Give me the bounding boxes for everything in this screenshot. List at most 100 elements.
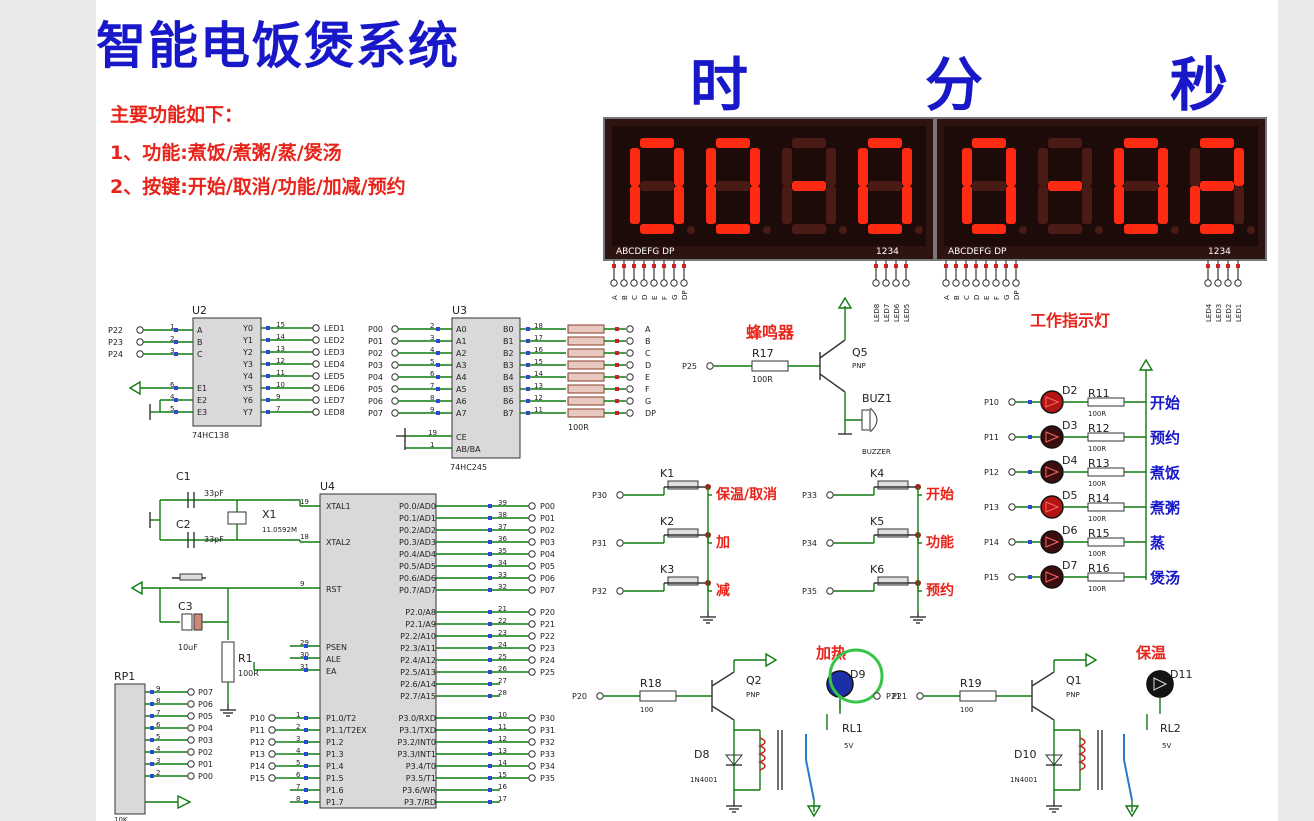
digit-pin-label: LED6 bbox=[893, 303, 901, 322]
pin-name: A6 bbox=[456, 397, 467, 406]
pin-marker bbox=[615, 351, 619, 355]
pin-name: Y3 bbox=[242, 360, 253, 369]
pin-num: 15 bbox=[276, 321, 285, 329]
net-terminal bbox=[187, 700, 195, 708]
pin-marker bbox=[488, 764, 492, 768]
pin-marker bbox=[632, 264, 636, 268]
indicator-label-D7: 煲汤 bbox=[1150, 569, 1180, 587]
relay-label-Q1: 保温 bbox=[1135, 644, 1166, 662]
pin-marker bbox=[1226, 264, 1230, 268]
u3-input-net: P04 bbox=[368, 373, 383, 382]
led-diode-mark bbox=[1045, 431, 1060, 443]
resistor-ref: R15 bbox=[1088, 527, 1110, 540]
resistor-value: 100R bbox=[1088, 585, 1106, 593]
u4-p0-net: P07 bbox=[540, 586, 555, 595]
segment-a bbox=[716, 138, 750, 148]
u2-output-net: LED8 bbox=[324, 408, 345, 417]
pin-marker bbox=[1216, 264, 1220, 268]
pin-name: P2.5/A13 bbox=[400, 668, 436, 677]
relay-coil bbox=[1077, 737, 1086, 771]
segment-pin-label: E bbox=[651, 296, 659, 300]
pin-num: 38 bbox=[498, 511, 507, 519]
segment-d bbox=[972, 224, 1006, 234]
pin-marker bbox=[266, 338, 270, 342]
u2-output-net: LED6 bbox=[324, 384, 345, 393]
pin-marker bbox=[488, 694, 492, 698]
pin-marker bbox=[954, 264, 958, 268]
pin-marker bbox=[488, 788, 492, 792]
led-diode-mark bbox=[1045, 571, 1060, 583]
net-terminal bbox=[826, 587, 834, 595]
key-label-K4: 开始 bbox=[926, 486, 954, 503]
bus-resistor bbox=[567, 384, 605, 394]
pin-num: 1 bbox=[170, 323, 174, 331]
net-terminal bbox=[268, 714, 276, 722]
diode-ref: D8 bbox=[694, 748, 709, 761]
pin-name: A3 bbox=[456, 361, 467, 370]
pin-name: B5 bbox=[503, 385, 514, 394]
net-terminal bbox=[616, 539, 624, 547]
min-sec-segment-labels: ABCDEFG DP bbox=[948, 247, 1007, 257]
net-terminal bbox=[528, 632, 536, 640]
u4-p2-net: P25 bbox=[540, 668, 555, 677]
pin-num: 10 bbox=[276, 381, 285, 389]
segment-g bbox=[716, 181, 750, 191]
segment-c bbox=[902, 186, 912, 224]
c1-value: 33pF bbox=[204, 489, 224, 498]
buzzer-label: 蜂鸣器 bbox=[746, 323, 795, 342]
net-terminal bbox=[1008, 468, 1016, 476]
pin-marker bbox=[304, 788, 308, 792]
u4-p0-net: P02 bbox=[540, 526, 555, 535]
pin-name: P3.6/WR bbox=[402, 786, 436, 795]
x1-ref: X1 bbox=[262, 508, 277, 521]
pin-name: P1.2 bbox=[326, 738, 344, 747]
pin-num: 9 bbox=[300, 580, 304, 588]
pin-marker bbox=[526, 339, 530, 343]
pin-name: A2 bbox=[456, 349, 467, 358]
net-terminal bbox=[528, 502, 536, 510]
indicator-net: P13 bbox=[984, 503, 999, 512]
pin-num: 4 bbox=[296, 747, 301, 755]
digit-pin-terminal bbox=[1214, 279, 1222, 287]
segment-d bbox=[716, 224, 750, 234]
net-terminal bbox=[187, 736, 195, 744]
rp1-net: P06 bbox=[198, 700, 213, 709]
u3-input-net: P00 bbox=[368, 325, 383, 334]
segment-e bbox=[782, 186, 792, 224]
pin-marker bbox=[266, 362, 270, 366]
u4-p0-net: P00 bbox=[540, 502, 555, 511]
pin-name: P0.4/AD4 bbox=[399, 550, 436, 559]
pin-name: P1.6 bbox=[326, 786, 344, 795]
pin-num: 5 bbox=[296, 759, 300, 767]
pin-marker bbox=[436, 351, 440, 355]
pin-name: E3 bbox=[197, 408, 207, 417]
digit-pin-label: LED1 bbox=[1235, 304, 1243, 322]
pin-marker bbox=[150, 750, 154, 754]
pin-marker bbox=[526, 363, 530, 367]
relay-q-type: PNP bbox=[1066, 691, 1080, 699]
pin-marker bbox=[615, 363, 619, 367]
pin-marker bbox=[1028, 470, 1032, 474]
segment-pin-label: A bbox=[611, 295, 619, 300]
indicator-label-D2: 开始 bbox=[1150, 394, 1180, 412]
r17-value: 100R bbox=[752, 375, 773, 384]
segment-pin-label: DP bbox=[681, 290, 689, 300]
led-ref: D4 bbox=[1062, 454, 1077, 467]
pin-marker bbox=[488, 564, 492, 568]
pin-marker bbox=[974, 264, 978, 268]
pin-name: Y2 bbox=[242, 348, 253, 357]
resistor-value: 100R bbox=[1088, 410, 1106, 418]
pin-marker bbox=[174, 340, 178, 344]
pin-marker bbox=[488, 622, 492, 626]
cursor-highlight bbox=[828, 648, 884, 704]
pin-num: 33 bbox=[498, 571, 507, 579]
u4-p2-net: P24 bbox=[540, 656, 555, 665]
relay-net: P20 bbox=[572, 692, 587, 701]
pin-name: P0.0/AD0 bbox=[399, 502, 436, 511]
key-net: P30 bbox=[592, 491, 607, 500]
pin-marker bbox=[642, 264, 646, 268]
net-terminal bbox=[1008, 503, 1016, 511]
u3-output-net: C bbox=[645, 349, 651, 358]
u3-input-net: P05 bbox=[368, 385, 383, 394]
